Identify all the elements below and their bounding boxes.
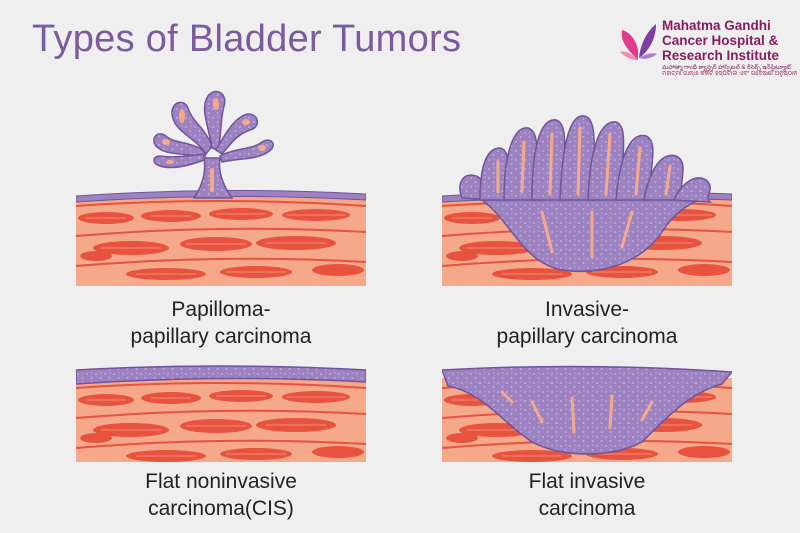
flat-noninvasive-label-line-1: Flat noninvasive — [145, 470, 297, 493]
flat-invasive-diagram — [442, 365, 732, 462]
logo-script-line-1: మహాత్మా గాంధీ క్యాన్సర్ హాస్పిటల్ & రీసె… — [662, 65, 791, 71]
hospital-logo: Mahatma Gandhi Cancer Hospital & Researc… — [618, 18, 798, 80]
invasive-papillary-label-line-2: papillary carcinoma — [496, 325, 678, 348]
papilloma-label: Papilloma- papillary carcinoma — [96, 296, 346, 350]
logo-line-1: Mahatma Gandhi — [662, 18, 771, 33]
flat-invasive-label-line-1: Flat invasive — [528, 470, 646, 493]
papilloma-label-line-2: papillary carcinoma — [130, 325, 312, 348]
invasive-papillary-label: Invasive- papillary carcinoma — [462, 296, 712, 350]
invasive-papillary-label-line-1: Invasive- — [544, 298, 630, 321]
invasive-papillary-diagram — [442, 115, 732, 287]
flat-noninvasive-label-line-2: carcinoma(CIS) — [148, 497, 294, 520]
logo-line-2: Cancer Hospital & — [662, 33, 779, 48]
papilloma-label-line-1: Papilloma- — [171, 298, 271, 321]
page-title: Types of Bladder Tumors — [32, 18, 462, 60]
papilloma-diagram — [76, 90, 366, 287]
butterfly-logo-icon — [620, 24, 657, 60]
flat-invasive-label-line-2: carcinoma — [538, 497, 636, 520]
logo-line-3: Research Institute — [662, 48, 780, 63]
flat-noninvasive-label: Flat noninvasive carcinoma(CIS) — [96, 468, 346, 522]
flat-noninvasive-diagram — [76, 365, 366, 462]
flat-invasive-label: Flat invasive carcinoma — [462, 468, 712, 522]
logo-script-line-2: ମହାତ୍ମା ଗାନ୍ଧୀ କର୍କଟ ହସ୍ପିଟାଲ ଏବଂ ଗବେଷଣା… — [662, 71, 798, 77]
